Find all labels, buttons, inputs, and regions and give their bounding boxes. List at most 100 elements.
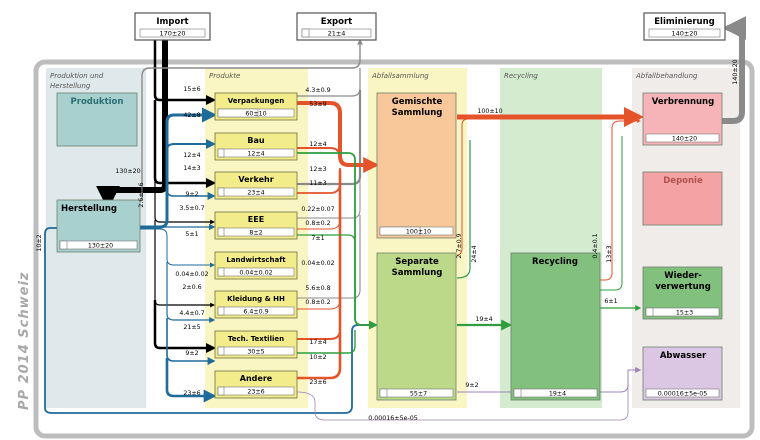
product-kleidung-title: Kleidung & HH [227, 295, 285, 303]
flow-label-gem-bau: 12±4 [309, 141, 326, 148]
import-value-box [139, 28, 206, 38]
flow-import-verpackungen [153, 38, 216, 105]
flow-label-verbrennung-eliminierung: 140±20 [732, 59, 739, 84]
wiederverwertung-title: verwertung [655, 282, 711, 292]
flow-label-export-kleidung: 5.6±0.8 [305, 285, 330, 292]
gemischte-value: 100±10 [406, 228, 431, 235]
flow-verp-gem [297, 101, 380, 173]
wiederverwertung-title: Wieder- [664, 271, 702, 281]
section-abfallbehandlung-title: Abfallbehandlung [635, 72, 698, 80]
product-kleidung-box[interactable]: Kleidung & HH6.4±0.9 [214, 290, 298, 319]
flow-label-import-eee: 3.5±0.7 [179, 205, 204, 212]
flow-import-textilien [153, 300, 216, 353]
flow-import-herstellung [96, 38, 168, 210]
flow-label-gem-andere: 23±6 [309, 379, 326, 386]
flow-label-sep-recycling-up: 24±4 [471, 245, 478, 262]
verbrennung-title: Verbrennung [652, 97, 714, 107]
product-andere-title: Andere [240, 374, 273, 383]
recycling-box[interactable]: Recycling 19±4 [510, 252, 601, 401]
product-bau-value: 12±4 [247, 150, 264, 157]
flow-label-herst-export: 2.6±0.6 [138, 182, 145, 207]
verbrennung-value: 140±20 [672, 135, 697, 142]
flow-label-import-herstellung: 130±20 [115, 168, 140, 175]
flow-label-gem-textilien: 17±4 [309, 339, 326, 346]
flow-recyc-up [600, 136, 623, 291]
produktion-title: Produktion [71, 97, 124, 107]
flow-label-import-verkehr: 14±3 [183, 165, 200, 172]
flow-sep-recycling-up [456, 140, 471, 279]
flow-label-recyc-wiederverwertung: 6±1 [604, 298, 617, 305]
flow-kleid-export [297, 215, 361, 299]
recycling-value: 19±4 [549, 390, 566, 397]
recycling-box-bg [510, 252, 601, 401]
flow-eee-sep [297, 234, 356, 320]
verbrennung-box[interactable]: Verbrennung 140±20 [642, 92, 723, 146]
recycling-title: Recycling [532, 257, 578, 267]
product-textilien-title: Tech. Textilien [228, 335, 284, 343]
flow-label-herst-verpackungen: 42±8 [183, 112, 200, 119]
flow-herst-andere [165, 358, 217, 403]
export-title: Export [321, 17, 352, 27]
wiederverwertung-fill-indicator [645, 307, 654, 317]
flow-label-gem-kleidung: 0.8±0.2 [305, 299, 330, 306]
import-title: Import [156, 17, 188, 27]
flow-labels-layer: 15±642±84.3±0.953±912±412±414±39±212±311… [36, 59, 739, 422]
flow-label-recyc-up: 13±3 [606, 245, 613, 262]
product-verkehr-title: Verkehr [238, 175, 273, 184]
product-andere-box[interactable]: Andere 23±6 [214, 370, 298, 399]
product-andere-value: 23±6 [247, 388, 264, 395]
product-eee-box[interactable]: EEE 8±2 [214, 211, 298, 240]
deponie-box[interactable]: Deponie [642, 171, 723, 226]
flow-label-herst-kleidung: 4.4±0.7 [179, 310, 204, 317]
flow-label-gem-verpackungen: 53±9 [309, 101, 326, 108]
product-eee-title: EEE [248, 215, 264, 224]
separate-title: Separate [395, 257, 439, 267]
flow-label-herst-bau: 12±4 [183, 152, 200, 159]
flow-herst-verkehr [166, 189, 216, 200]
product-bau-box[interactable]: Bau 12±4 [214, 132, 298, 161]
flow-andere-gem [297, 170, 342, 380]
flow-label-herst-eee: 5±1 [185, 231, 198, 238]
product-textilien-value: 30±5 [247, 348, 264, 355]
flow-label-herst-abwasser: 10±2 [36, 234, 43, 251]
flow-label-gem-landwirtschaft: 0.04±0.02 [301, 260, 334, 267]
recycling-fill-indicator [513, 388, 522, 398]
herstellung-fill-indicator [59, 240, 68, 250]
flow-label-gem-eee: 0.8±0.2 [305, 220, 330, 227]
product-eee-value: 8±2 [249, 229, 262, 236]
flow-label-sep-eee: 7±1 [311, 235, 324, 242]
flow-herst-bau [166, 139, 216, 151]
product-verpackungen-fill-indicator [217, 108, 259, 118]
product-landwirtschaft-title: Landwirtschaft [226, 256, 286, 264]
flow-label-herst-landwirtschaft: 0.04±0.02 [175, 271, 208, 278]
product-textilien-box[interactable]: Tech. Textilien 30±5 [214, 330, 298, 359]
flow-label-abwasser-small: 0.00016±5e-05 [368, 415, 417, 422]
flow-import-verkehr [153, 100, 216, 188]
flow-herst-landwirtschaft [140, 228, 215, 268]
produktion-box-bg [56, 92, 138, 147]
produktion-box[interactable]: Produktion [56, 92, 138, 147]
flows-layer [44, 15, 747, 421]
flow-label-export-verkehr: 12±3 [309, 166, 326, 173]
flow-label-herst-andere: 23±6 [183, 390, 200, 397]
gemischte-title: Gemischte [392, 97, 443, 107]
herstellung-value: 130±20 [88, 242, 113, 249]
flow-import-eee [154, 180, 215, 225]
product-verkehr-fill-indicator [217, 187, 225, 197]
deponie-box-bg [642, 171, 723, 226]
flow-herst-textilien [166, 318, 216, 365]
flow-andere-abwasser [296, 385, 629, 421]
product-bau-title: Bau [247, 136, 264, 145]
